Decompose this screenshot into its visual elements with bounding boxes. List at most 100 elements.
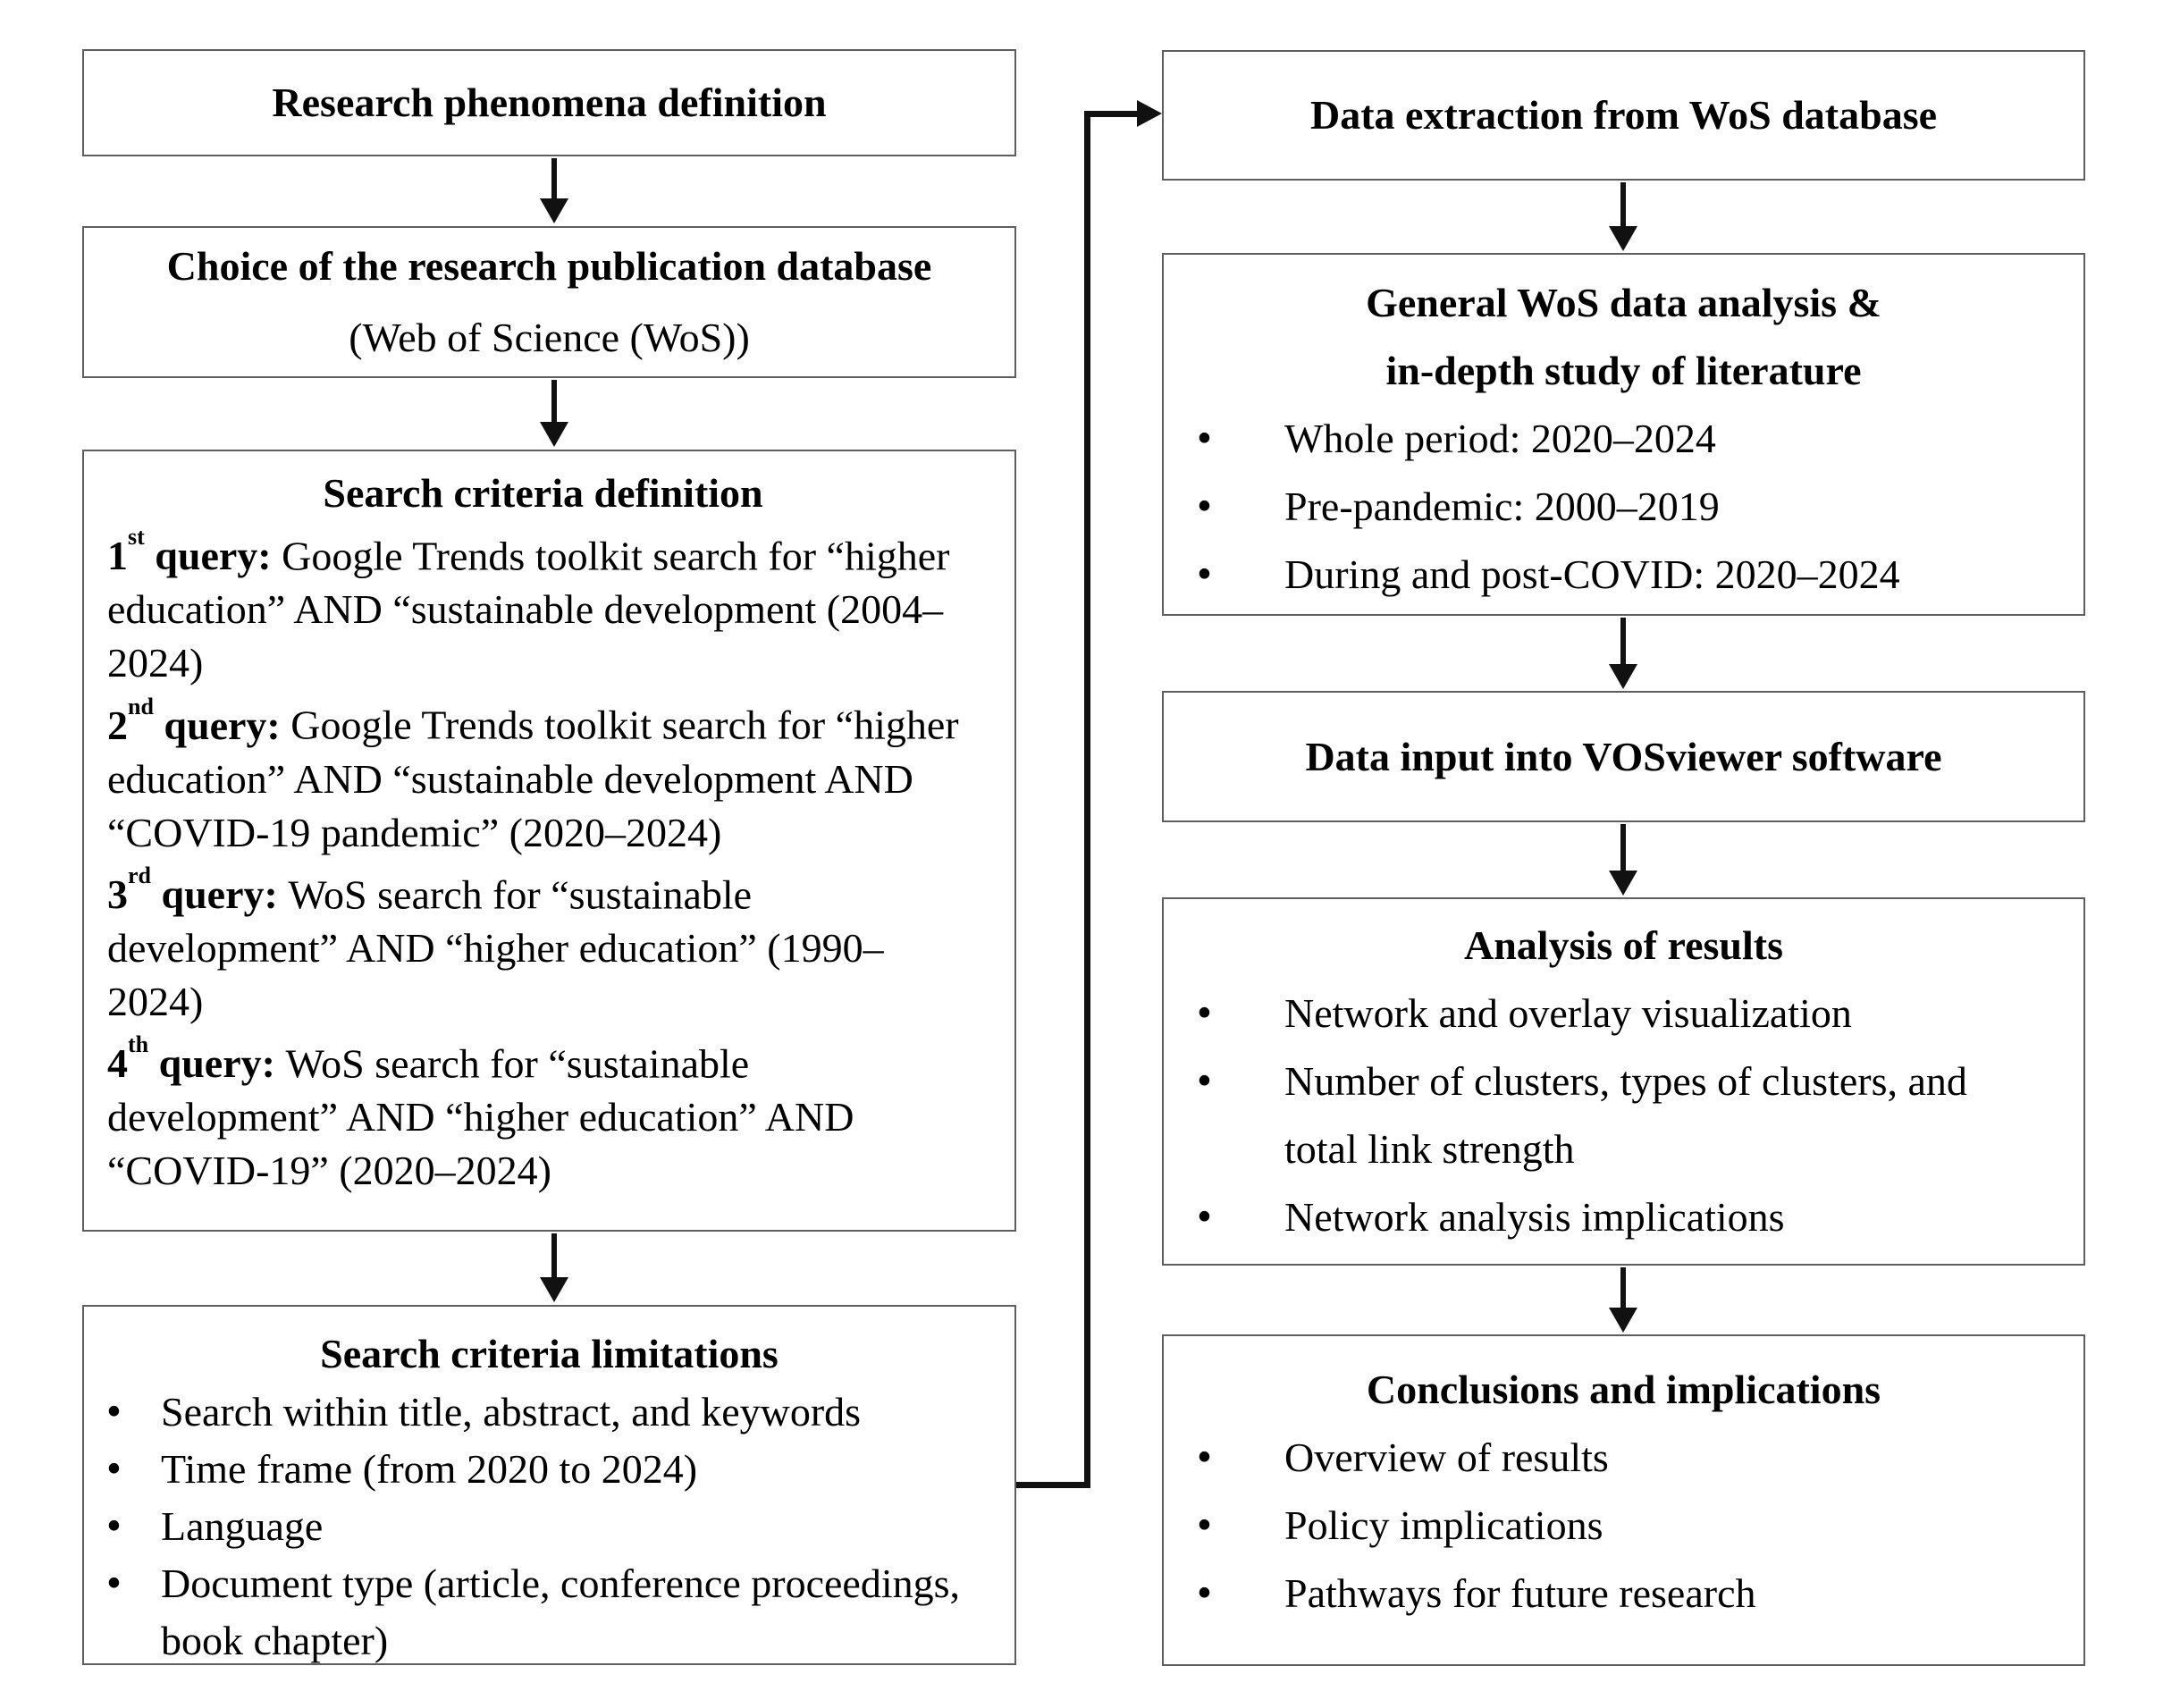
arrow-shaft bbox=[551, 1233, 557, 1279]
query-text: Google Trends toolkit search for “higher… bbox=[107, 702, 959, 855]
arrow-head-icon bbox=[1609, 664, 1637, 689]
query-number: 1 bbox=[107, 533, 128, 579]
list-item: • Pathways for future research bbox=[1164, 1560, 2083, 1628]
bullet-text: Pathways for future research bbox=[1284, 1570, 1756, 1616]
query-ordinal: th bbox=[128, 1031, 149, 1058]
list-item: • Number of clusters, types of clusters, … bbox=[1164, 1048, 2083, 1183]
bullet-text: Overview of results bbox=[1284, 1435, 1609, 1480]
bullet-text: Network and overlay visualization bbox=[1284, 990, 1852, 1036]
bullet-list: • Whole period: 2020–2024 • Pre-pandemic: … bbox=[1164, 405, 2083, 609]
bullet-text: Network analysis implications bbox=[1284, 1194, 1785, 1240]
box-title: Data input into VOSviewer software bbox=[1305, 733, 1942, 779]
flow-box-data-extraction: Data extraction from WoS database bbox=[1162, 50, 2085, 181]
query-ordinal: nd bbox=[128, 693, 154, 719]
box-title-line1: General WoS data analysis & bbox=[1366, 280, 1881, 325]
flow-box-analysis-of-results: Analysis of results • Network and overlay… bbox=[1162, 897, 2085, 1266]
arrow-head-icon bbox=[540, 198, 568, 223]
bullet-text: Whole period: 2020–2024 bbox=[1284, 416, 1716, 461]
bullet-icon: • bbox=[1197, 1569, 1212, 1617]
list-item: • Pre-pandemic: 2000–2019 bbox=[1164, 473, 2083, 541]
arrow-shaft bbox=[551, 158, 557, 200]
query-ordinal: rd bbox=[128, 862, 151, 888]
list-item: • Search within title, abstract, and keyw… bbox=[84, 1384, 1014, 1441]
arrow-head-icon bbox=[1609, 871, 1637, 896]
down-arrow-icon bbox=[540, 158, 568, 223]
arrow-head-icon bbox=[540, 1277, 568, 1302]
flow-box-research-phenomena: Research phenomena definition bbox=[82, 49, 1016, 156]
query-label: query: bbox=[144, 533, 282, 579]
bullet-icon: • bbox=[106, 1445, 122, 1493]
box-title: Analysis of results bbox=[1464, 922, 1783, 968]
arrow-shaft bbox=[1620, 1267, 1626, 1309]
query-item: 4th query: WoS search for “sustainable d… bbox=[107, 1029, 979, 1198]
flow-box-database-choice: Choice of the research publication datab… bbox=[82, 226, 1016, 378]
bullet-icon: • bbox=[1197, 1502, 1212, 1549]
list-item: •Document type (article, conference proc… bbox=[84, 1555, 1014, 1663]
bullet-icon: • bbox=[106, 1502, 122, 1550]
bullet-icon: • bbox=[1197, 551, 1212, 598]
flow-box-vosviewer-input: Data input into VOSviewer software bbox=[1162, 691, 2085, 822]
bullet-text: Search within title, abstract, and keywo… bbox=[161, 1389, 862, 1435]
list-item: • Overview of results bbox=[1164, 1424, 2083, 1492]
query-ordinal: st bbox=[128, 524, 145, 551]
query-number: 3 bbox=[107, 871, 128, 917]
flow-box-conclusions: Conclusions and implications • Overview o… bbox=[1162, 1334, 2085, 1666]
bullet-icon: • bbox=[1197, 989, 1212, 1037]
bullet-icon: • bbox=[1197, 415, 1212, 462]
bullet-icon: • bbox=[1197, 1193, 1212, 1241]
arrow-shaft bbox=[1620, 618, 1626, 666]
list-item: • Network analysis implications bbox=[1164, 1183, 2083, 1251]
bullet-text: Language bbox=[161, 1503, 324, 1549]
query-text: WoS search for “sustainable development”… bbox=[107, 1040, 854, 1194]
arrow-head-icon bbox=[540, 422, 568, 447]
query-item: 1st query: Google Trends toolkit search … bbox=[107, 521, 979, 690]
list-item: • Language bbox=[84, 1498, 1014, 1555]
box-title: Research phenomena definition bbox=[272, 80, 827, 126]
bullet-icon: • bbox=[1197, 483, 1212, 530]
down-arrow-icon bbox=[1609, 182, 1637, 251]
query-label: query: bbox=[148, 1040, 286, 1087]
down-arrow-icon bbox=[1609, 618, 1637, 689]
bullet-list: • Overview of results • Policy implication… bbox=[1164, 1424, 2083, 1628]
bullet-text: Document type (article, conference proce… bbox=[161, 1561, 961, 1663]
list-item: • Whole period: 2020–2024 bbox=[1164, 405, 2083, 473]
box-title-line2: in-depth study of literature bbox=[1385, 348, 1862, 393]
query-item: 2nd query: Google Trends toolkit search … bbox=[107, 690, 979, 859]
down-arrow-icon bbox=[1609, 1267, 1637, 1333]
box-title: Search criteria definition bbox=[323, 470, 763, 516]
flow-box-search-criteria-definition: Search criteria definition 1st query: Go… bbox=[82, 450, 1016, 1232]
bullet-list: • Network and overlay visualization • Numb… bbox=[1164, 980, 2083, 1251]
query-text: WoS search for “sustainable development”… bbox=[107, 871, 884, 1024]
bullet-text: Pre-pandemic: 2000–2019 bbox=[1284, 484, 1720, 529]
list-item: • Policy implications bbox=[1164, 1492, 2083, 1560]
connector-line bbox=[1084, 111, 1090, 1488]
arrow-head-icon bbox=[1609, 1308, 1637, 1333]
query-number: 2 bbox=[107, 702, 128, 748]
down-arrow-icon bbox=[540, 380, 568, 447]
down-arrow-icon bbox=[1609, 824, 1637, 896]
box-title: Conclusions and implications bbox=[1366, 1367, 1881, 1412]
query-label: query: bbox=[153, 702, 291, 748]
bullet-text: Number of clusters, types of clusters, a… bbox=[1284, 1058, 1967, 1172]
list-item: • Network and overlay visualization bbox=[1164, 980, 2083, 1048]
query-number: 4 bbox=[107, 1040, 128, 1087]
bullet-list: • Search within title, abstract, and keyw… bbox=[84, 1384, 1014, 1663]
query-item: 3rd query: WoS search for “sustainable d… bbox=[107, 860, 979, 1029]
bullet-icon: • bbox=[1197, 1434, 1212, 1481]
bullet-text: During and post-COVID: 2020–2024 bbox=[1284, 551, 1900, 597]
list-item: • During and post-COVID: 2020–2024 bbox=[1164, 541, 2083, 609]
box-title: Data extraction from WoS database bbox=[1309, 92, 1938, 139]
query-label: query: bbox=[151, 871, 289, 917]
flow-box-search-criteria-limitations: Search criteria limitations •Search with… bbox=[82, 1305, 1016, 1665]
connector-line bbox=[1084, 111, 1140, 117]
bullet-text: Time frame (from 2020 to 2024) bbox=[161, 1446, 698, 1492]
box-subtitle: (Web of Science (WoS)) bbox=[349, 315, 750, 360]
bullet-icon: • bbox=[1197, 1057, 1212, 1105]
flow-box-general-wos-analysis: General WoS data analysis & in-depth stu… bbox=[1162, 253, 2085, 616]
box-title: Choice of the research publication datab… bbox=[166, 243, 932, 289]
bullet-icon: • bbox=[106, 1388, 122, 1435]
arrow-head-right-icon bbox=[1137, 100, 1162, 127]
bullet-text: Policy implications bbox=[1284, 1502, 1603, 1548]
down-arrow-icon bbox=[540, 1233, 568, 1302]
